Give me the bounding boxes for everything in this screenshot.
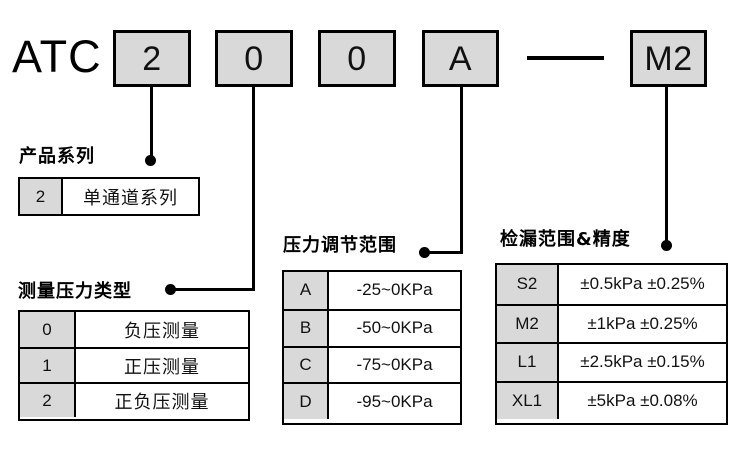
table-row[interactable]: XL1 ±5kPa ±0.08% [497,380,726,419]
cell-description: ±1kPa ±0.25% [559,305,726,342]
cell-description: -50~0KPa [329,310,460,346]
table-leak-range: S2 ±0.5kPa ±0.25% M2 ±1kPa ±0.25% L1 ±2.… [495,263,728,425]
table-pressure-type: 0 负压测量 1 正压测量 2 正负压测量 [18,310,250,421]
code-box-pressure-type[interactable]: 0 [215,30,293,87]
connector-line-pressure-type-horizontal [173,288,255,291]
model-prefix-label: ATC [12,31,102,82]
separator-dash [527,56,604,60]
table-row[interactable]: L1 ±2.5kPa ±0.15% [497,342,726,381]
cell-code: M2 [497,305,559,342]
cell-code: 0 [20,312,76,347]
table-row[interactable]: C -75~0KPa [284,345,460,383]
cell-code: D [284,384,329,419]
cell-description: -95~0KPa [329,384,460,419]
connector-line-pressure-range-horizontal [428,251,463,254]
table-row[interactable]: B -50~0KPa [284,308,460,346]
cell-code: XL1 [497,382,559,419]
cell-code: A [284,272,329,309]
cell-description: 正负压测量 [76,384,248,417]
cell-description: 负压测量 [76,312,248,347]
table-product-series: 2 单通道系列 [18,177,200,216]
cell-code: 2 [20,179,63,214]
cell-code: 2 [20,384,76,417]
table-row[interactable]: A -25~0KPa [284,272,460,309]
code-box-reserved[interactable]: 0 [318,30,396,87]
connector-dot-leak-range [661,240,672,251]
cell-description: 正压测量 [76,349,248,382]
cell-description: ±0.5kPa ±0.25% [559,265,726,304]
cell-description: -75~0KPa [329,347,460,383]
connector-line-leak-range [665,87,668,245]
table-row[interactable]: D -95~0KPa [284,382,460,419]
code-box-leak-range[interactable]: M2 [630,30,707,87]
connector-dot-product-series [145,155,156,166]
cell-code: C [284,347,329,383]
section-title-leak-range: 检漏范围&精度 [500,229,631,250]
section-title-pressure-type: 测量压力类型 [18,281,132,302]
section-title-product-series: 产品系列 [19,146,95,167]
cell-description: -25~0KPa [329,272,460,309]
table-pressure-range: A -25~0KPa B -50~0KPa C -75~0KPa D -95~0… [282,270,462,425]
cell-description: ±2.5kPa ±0.15% [559,344,726,381]
cell-description: 单通道系列 [63,179,198,214]
table-row[interactable]: S2 ±0.5kPa ±0.25% [497,265,726,304]
cell-code: L1 [497,344,559,381]
cell-code: 1 [20,349,76,382]
connector-line-pressure-type-vertical [252,87,255,291]
connector-line-product-series [150,87,153,159]
table-row[interactable]: M2 ±1kPa ±0.25% [497,303,726,342]
connector-dot-pressure-range [419,247,430,258]
code-box-product-series[interactable]: 2 [113,30,191,87]
table-row[interactable]: 2 正负压测量 [20,382,248,417]
code-box-pressure-range[interactable]: A [422,30,499,87]
table-row[interactable]: 0 负压测量 [20,312,248,347]
cell-description: ±5kPa ±0.08% [559,382,726,419]
connector-dot-pressure-type [165,284,176,295]
section-title-pressure-range: 压力调节范围 [283,235,397,256]
cell-code: S2 [497,265,559,304]
table-row[interactable]: 2 单通道系列 [20,179,198,214]
connector-line-pressure-range-vertical [460,87,463,254]
cell-code: B [284,310,329,346]
table-row[interactable]: 1 正压测量 [20,347,248,382]
